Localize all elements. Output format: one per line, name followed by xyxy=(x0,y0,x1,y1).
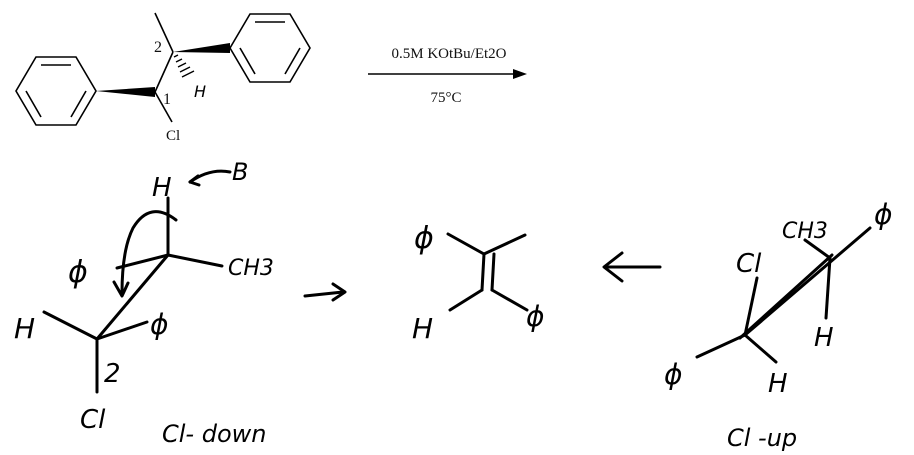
newman-right-h-bottom: H xyxy=(768,369,788,399)
bond-phi-front xyxy=(115,253,170,270)
bond-alkene-phi-top xyxy=(446,232,486,256)
forward-arrow xyxy=(303,282,347,302)
reaction-arrow xyxy=(368,69,527,79)
bond-alkene-phi-bottom xyxy=(490,288,529,312)
alkene-phi-top: ϕ xyxy=(414,221,434,256)
hashed-bond-c2-h xyxy=(173,54,195,78)
alkene-product-drawing xyxy=(446,232,529,312)
newman-right-methyl: CH3 xyxy=(782,219,828,244)
alkene-h-bottom: H xyxy=(412,312,433,345)
wedge-bond-c2-phenyl xyxy=(173,43,230,53)
newman-left-caption: Cl- down xyxy=(162,420,266,448)
atom-label-c2: 2 xyxy=(154,39,162,56)
atom-label-cl: Cl xyxy=(166,128,180,144)
left-benzene-ring xyxy=(15,56,97,126)
bond-h-left xyxy=(42,310,99,341)
right-benzene-ring xyxy=(229,13,311,83)
newman-right-caption: Cl -up xyxy=(727,424,797,452)
newman-left-drawing xyxy=(42,169,232,394)
newman-left-h-left: H xyxy=(14,312,35,345)
newman-left-phi-right: ϕ xyxy=(150,308,168,341)
bond-right-phi-left xyxy=(695,333,747,359)
electron-push-arrow xyxy=(120,210,178,295)
newman-right-h-right: H xyxy=(814,323,834,353)
newman-left-h-top: H xyxy=(152,173,172,203)
bond-c2-methyl xyxy=(154,12,174,53)
newman-right-phi-top: ϕ xyxy=(874,198,892,231)
bond-right-cl xyxy=(743,276,759,337)
reagent-label: 0.5M KOtBu/Et2O xyxy=(391,46,506,62)
newman-left-methyl: CH3 xyxy=(228,256,274,281)
newman-right-cl: Cl xyxy=(736,249,762,279)
wedge-bond-c1-phenyl xyxy=(96,87,155,97)
newman-left-base: B xyxy=(232,158,248,186)
atom-label-c1: 1 xyxy=(163,91,171,108)
bond-c-c-left xyxy=(95,253,170,341)
double-bond-left xyxy=(480,252,486,292)
bond-c1-c2 xyxy=(154,51,174,93)
right-ring-inner-bond xyxy=(284,47,301,75)
bond-right-bend xyxy=(738,253,834,340)
bond-phi-right xyxy=(95,320,149,341)
starting-material-structure xyxy=(15,12,311,126)
reverse-arrow xyxy=(602,251,662,283)
left-ring-inner-bond xyxy=(25,90,42,118)
newman-left-cl: Cl xyxy=(80,405,106,435)
alkene-phi-bottom: ϕ xyxy=(526,300,544,333)
bond-alkene-methyl xyxy=(482,233,527,256)
bond-right-h xyxy=(824,256,832,320)
bond-right-methyl xyxy=(803,238,832,260)
newman-right-drawing xyxy=(695,226,872,364)
temperature-label: 75°C xyxy=(430,90,461,106)
bond-c1-cl xyxy=(154,91,173,123)
double-bond-right xyxy=(490,252,496,292)
atom-label-h: H xyxy=(194,82,206,101)
left-ring-inner-bond xyxy=(70,90,87,118)
bond-methyl-left xyxy=(166,253,224,268)
bond-right-c-c xyxy=(743,226,872,337)
bond-right-h-bottom xyxy=(743,333,778,364)
bond-alkene-h-bottom xyxy=(448,288,484,312)
right-ring-inner-bond xyxy=(239,47,256,75)
newman-left-phi-front: ϕ xyxy=(68,255,88,290)
newman-right-phi-left: ϕ xyxy=(664,358,682,391)
newman-left-label-two: 2 xyxy=(104,359,121,389)
